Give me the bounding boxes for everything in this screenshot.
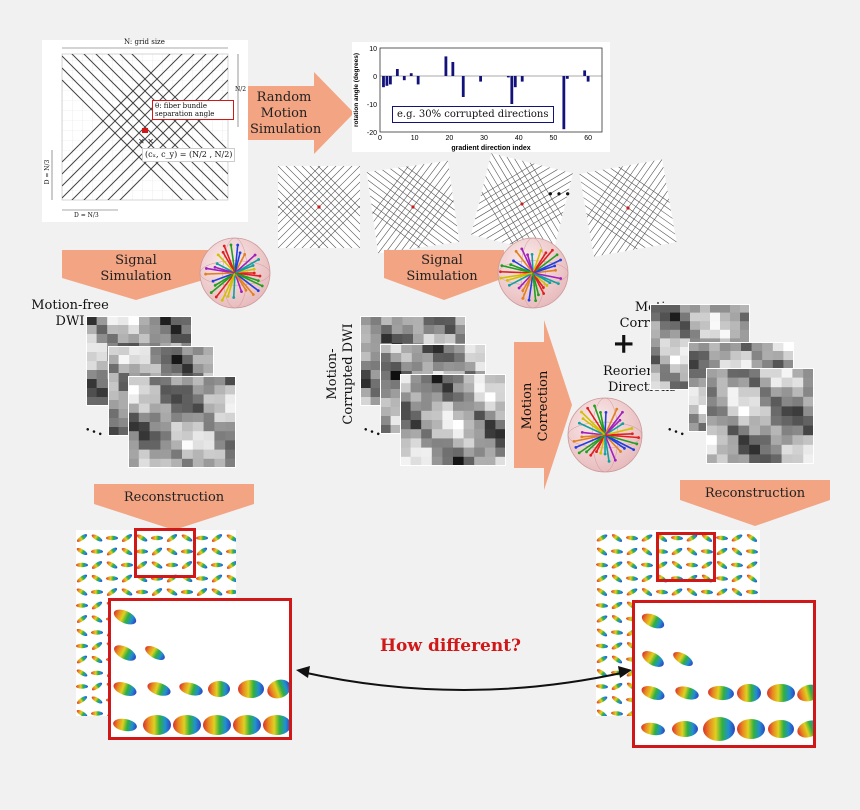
zoom-panel-right bbox=[632, 600, 816, 748]
chart-bar bbox=[520, 76, 524, 82]
fiber-grid-diagram: ✕ ✕ bbox=[51, 47, 239, 211]
signal-sim-left-line2: Simulation bbox=[100, 269, 172, 284]
motion-correction-label: Motion Correction bbox=[520, 366, 552, 446]
y-tick-label: -10 bbox=[367, 102, 377, 109]
zoom-box-right bbox=[656, 532, 716, 582]
rotated-grid bbox=[278, 166, 360, 248]
rotated-grid bbox=[579, 159, 677, 257]
grids-ellipsis: … bbox=[546, 172, 572, 202]
gradient-sphere-right bbox=[496, 236, 570, 310]
random-motion-line2: Motion bbox=[260, 106, 308, 121]
chart-bar bbox=[444, 56, 448, 76]
reconstruction-left-arrow bbox=[94, 484, 254, 530]
y-axis-label: rotation angle (degrees) bbox=[353, 53, 360, 127]
d-horizontal-label: D = N/3 bbox=[74, 212, 99, 219]
motion-free-label: Motion-free DWI bbox=[30, 298, 110, 330]
x-tick-label: 50 bbox=[550, 135, 558, 142]
comparison-arrow bbox=[296, 666, 632, 691]
dwi-right-3 bbox=[706, 368, 814, 464]
random-motion-line3: Simulation bbox=[250, 122, 322, 137]
signal-sim-right-line1: Signal bbox=[421, 253, 463, 268]
how-different-label: How different? bbox=[380, 636, 522, 656]
chart-bar bbox=[382, 76, 385, 88]
reconstruction-right-arrow bbox=[680, 480, 830, 526]
chart-bar bbox=[513, 76, 517, 88]
theta-label-line2: separation angle bbox=[155, 110, 215, 118]
motion-corrupted-line1: Motion- bbox=[325, 348, 340, 400]
dwi-right-ellipsis: … bbox=[664, 411, 692, 441]
grid-panel: ✕ ✕ N: grid size N/2 θ: fiber bundle sep… bbox=[42, 38, 248, 222]
signal-sim-right-line2: Simulation bbox=[406, 269, 478, 284]
chart-bar bbox=[416, 76, 420, 85]
y-tick-label: 10 bbox=[369, 46, 377, 53]
plus-sign: + bbox=[612, 327, 636, 360]
motion-correction-line1: Motion bbox=[520, 382, 535, 430]
chart-bar bbox=[479, 76, 482, 82]
grid-size-label: N: grid size bbox=[124, 38, 165, 46]
chart-bar bbox=[409, 73, 413, 76]
random-motion-arrow bbox=[248, 72, 354, 154]
svg-text:✕ ✕: ✕ ✕ bbox=[138, 137, 154, 146]
x-axis-label: gradient direction index bbox=[451, 145, 530, 152]
reconstruction-right-label: Reconstruction bbox=[704, 486, 806, 501]
zoom-panel-left bbox=[108, 598, 292, 740]
x-tick-label: 20 bbox=[445, 135, 453, 142]
chart-bar bbox=[565, 76, 569, 79]
y-tick-label: 0 bbox=[373, 74, 377, 81]
signal-sim-right-label: Signal Simulation bbox=[402, 253, 482, 285]
motion-free-line1: Motion-free bbox=[31, 298, 109, 313]
chart-bar bbox=[385, 76, 389, 86]
dwi-left-3 bbox=[128, 376, 236, 468]
chart-bar bbox=[395, 69, 399, 76]
center-formula: (cₓ, c_y) = (N/2 , N/2) bbox=[142, 148, 236, 162]
motion-correction-arrow bbox=[514, 320, 572, 490]
random-motion-label: Random Motion Simulation bbox=[250, 90, 322, 138]
chart-annotation: e.g. 30% corrupted directions bbox=[392, 106, 554, 123]
dwi-left-ellipsis: … bbox=[82, 411, 110, 441]
signal-sim-left-line1: Signal bbox=[115, 253, 157, 268]
chart-bar bbox=[562, 76, 566, 130]
chart-bar bbox=[510, 76, 514, 104]
chart-bar bbox=[506, 76, 510, 78]
signal-sim-left-label: Signal Simulation bbox=[96, 253, 176, 285]
random-motion-line1: Random bbox=[256, 90, 312, 105]
x-tick-label: 30 bbox=[480, 135, 488, 142]
chart-bar bbox=[451, 62, 455, 76]
zoom-box-left bbox=[134, 528, 196, 578]
gradient-sphere-left bbox=[198, 236, 272, 310]
motion-corrupted-line2: Corrupted DWI bbox=[341, 323, 356, 425]
chart-bar bbox=[586, 76, 590, 82]
signal-sim-left-arrow bbox=[62, 250, 210, 300]
x-tick-label: 60 bbox=[584, 135, 592, 142]
theta-label-line1: θ: fiber bundle bbox=[155, 102, 208, 110]
chart-bar bbox=[402, 76, 406, 81]
n-half-label: N/2 bbox=[235, 86, 247, 93]
signal-sim-right-arrow bbox=[384, 250, 504, 300]
x-tick-label: 0 bbox=[378, 135, 382, 142]
theta-callout: θ: fiber bundle separation angle bbox=[152, 100, 234, 120]
d-vertical-label: D = N/3 bbox=[44, 159, 51, 185]
rotated-grid bbox=[471, 153, 573, 255]
chart-frame bbox=[379, 47, 603, 133]
dwi-mid-3 bbox=[400, 374, 506, 466]
y-tick-label: -20 bbox=[367, 130, 377, 137]
chart-bar bbox=[461, 76, 465, 97]
motion-corrupted-label: Motion- Corrupted DWI bbox=[325, 319, 357, 429]
chart-bar bbox=[583, 70, 587, 76]
motion-free-line2: DWI bbox=[55, 314, 85, 329]
dwi-mid-ellipsis: … bbox=[360, 411, 388, 441]
x-tick-label: 10 bbox=[411, 135, 419, 142]
rotated-grid bbox=[366, 160, 460, 254]
motion-correction-line2: Correction bbox=[536, 370, 551, 442]
x-tick-label: 40 bbox=[515, 135, 523, 142]
gradient-sphere-reoriented bbox=[566, 396, 644, 474]
chart-bar bbox=[389, 76, 392, 85]
reconstruction-left-label: Reconstruction bbox=[123, 490, 225, 505]
